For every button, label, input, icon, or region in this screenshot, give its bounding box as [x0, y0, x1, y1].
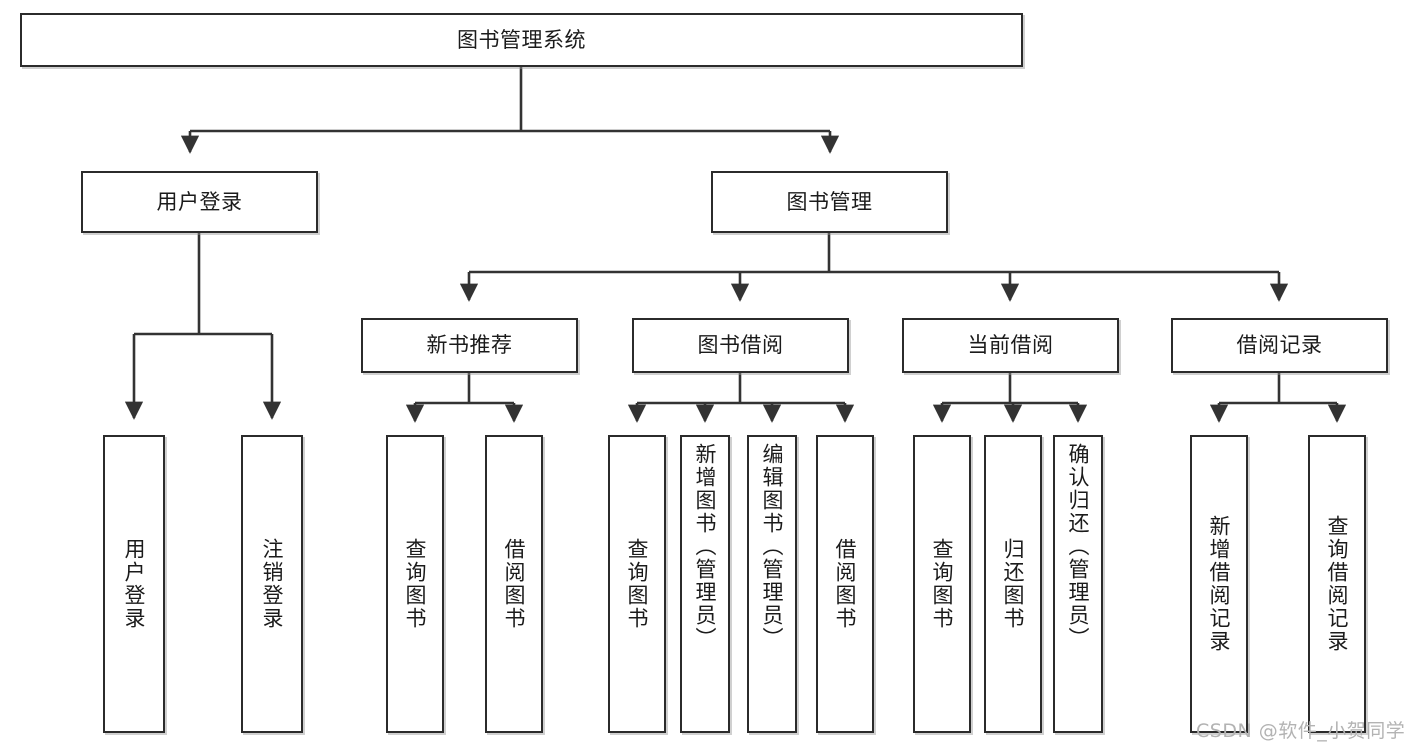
- node-leaf-confirm-return[interactable]: 确认归还（管理员）: [1053, 435, 1103, 733]
- node-leaf-borrow-book-1[interactable]: 借阅图书: [485, 435, 543, 733]
- node-leaf-edit-book[interactable]: 编辑图书（管理员）: [747, 435, 797, 733]
- node-leaf-user-login-label: 用户登录: [122, 538, 147, 630]
- node-current-borrow[interactable]: 当前借阅: [902, 318, 1119, 373]
- node-user-login-label: 用户登录: [156, 189, 243, 214]
- node-borrow-record-label: 借阅记录: [1236, 333, 1323, 358]
- node-book-manage[interactable]: 图书管理: [711, 171, 948, 233]
- csdn-watermark: CSDN @软件_小贺同学: [1196, 720, 1405, 742]
- node-leaf-query-record-label: 查询借阅记录: [1325, 515, 1350, 653]
- node-leaf-query-book-2[interactable]: 查询图书: [608, 435, 666, 733]
- node-user-login[interactable]: 用户登录: [81, 171, 318, 233]
- node-book-borrow-label: 图书借阅: [697, 333, 784, 358]
- node-leaf-user-login[interactable]: 用户登录: [103, 435, 165, 733]
- node-root[interactable]: 图书管理系统: [20, 13, 1023, 67]
- node-leaf-add-record[interactable]: 新增借阅记录: [1190, 435, 1248, 733]
- node-leaf-borrow-book-2[interactable]: 借阅图书: [816, 435, 874, 733]
- node-leaf-return-book-label: 归还图书: [1001, 538, 1026, 630]
- node-leaf-query-book-1[interactable]: 查询图书: [386, 435, 444, 733]
- node-new-book-rec[interactable]: 新书推荐: [361, 318, 578, 373]
- node-book-manage-label: 图书管理: [786, 189, 873, 214]
- node-root-label: 图书管理系统: [457, 27, 586, 52]
- node-book-borrow[interactable]: 图书借阅: [632, 318, 849, 373]
- node-leaf-logout-label: 注销登录: [260, 538, 285, 630]
- node-leaf-logout[interactable]: 注销登录: [241, 435, 303, 733]
- node-current-borrow-label: 当前借阅: [967, 333, 1054, 358]
- node-leaf-confirm-return-label: 确认归还（管理员）: [1066, 443, 1091, 650]
- node-leaf-borrow-book-2-label: 借阅图书: [833, 538, 858, 630]
- node-borrow-record[interactable]: 借阅记录: [1171, 318, 1388, 373]
- node-leaf-add-book-label: 新增图书（管理员）: [693, 443, 718, 650]
- node-leaf-query-record[interactable]: 查询借阅记录: [1308, 435, 1366, 733]
- node-leaf-borrow-book-1-label: 借阅图书: [502, 538, 527, 630]
- node-leaf-query-book-3[interactable]: 查询图书: [913, 435, 971, 733]
- node-leaf-query-book-3-label: 查询图书: [930, 538, 955, 630]
- node-leaf-add-record-label: 新增借阅记录: [1207, 515, 1232, 653]
- node-leaf-query-book-1-label: 查询图书: [403, 538, 428, 630]
- node-leaf-return-book[interactable]: 归还图书: [984, 435, 1042, 733]
- node-leaf-query-book-2-label: 查询图书: [625, 538, 650, 630]
- node-leaf-edit-book-label: 编辑图书（管理员）: [760, 443, 785, 650]
- node-new-book-rec-label: 新书推荐: [426, 333, 513, 358]
- node-leaf-add-book[interactable]: 新增图书（管理员）: [680, 435, 730, 733]
